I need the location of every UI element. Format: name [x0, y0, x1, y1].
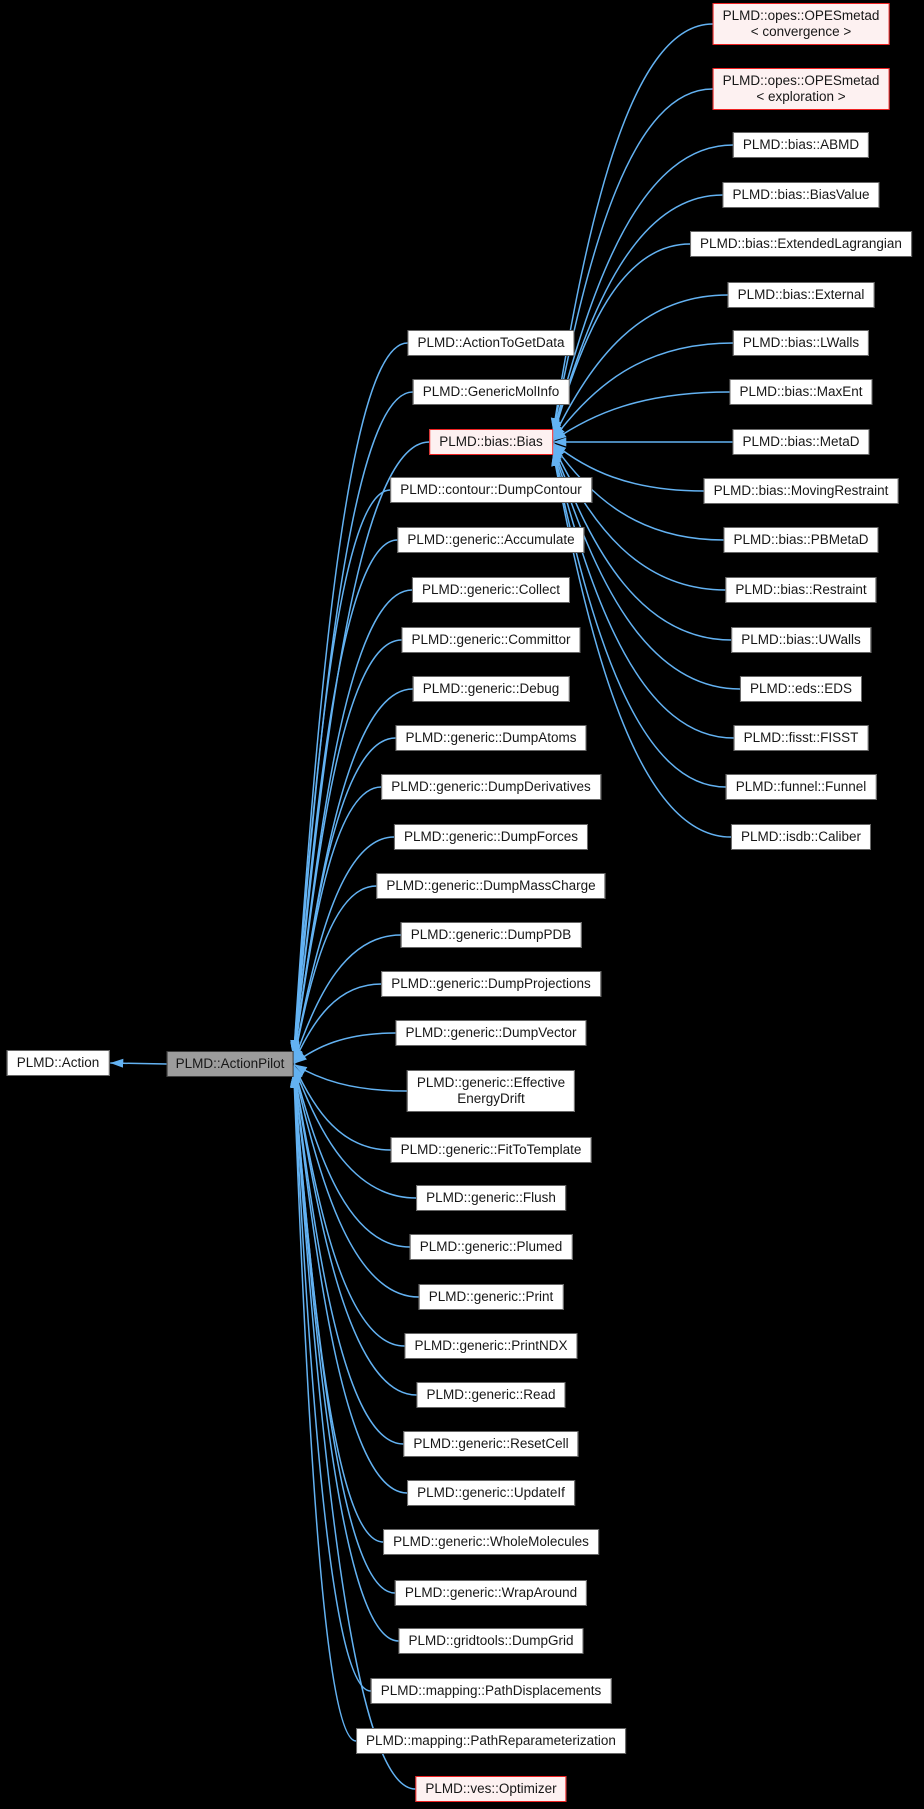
node-plmd-mapping-pathdisplacements[interactable]: PLMD::mapping::PathDisplacements — [370, 1678, 612, 1704]
inheritance-edge — [290, 539, 398, 1057]
inheritance-edge — [290, 1069, 404, 1445]
node-plmd-bias-maxent[interactable]: PLMD::bias::MaxEnt — [729, 379, 873, 405]
inheritance-edge — [552, 294, 728, 439]
inheritance-edge — [552, 450, 734, 739]
node-plmd-bias-uwalls[interactable]: PLMD::bias::UWalls — [731, 627, 871, 653]
node-plmd-contour-dumpcontour[interactable]: PLMD::contour::DumpContour — [390, 477, 592, 503]
node-plmd-generic-updateif[interactable]: PLMD::generic::UpdateIf — [407, 1480, 575, 1506]
node-plmd-generic-dumpforces[interactable]: PLMD::generic::DumpForces — [393, 824, 589, 850]
inheritance-edge — [552, 342, 733, 440]
node-plmd-generic-dumpatoms[interactable]: PLMD::generic::DumpAtoms — [395, 725, 587, 751]
node-plmd-bias-movingrestraint[interactable]: PLMD::bias::MovingRestraint — [703, 478, 899, 504]
inheritance-edge — [291, 836, 394, 1061]
node-plmd-generic-committor[interactable]: PLMD::generic::Committor — [401, 627, 581, 653]
node-plmd-opes-opesmetad-convergence[interactable]: PLMD::opes::OPESmetad < convergence > — [712, 3, 890, 45]
inheritance-edge — [552, 144, 733, 434]
inheritance-edge — [290, 441, 430, 1055]
inheritance-edge — [290, 1072, 399, 1642]
node-plmd-ves-optimizer[interactable]: PLMD::ves::Optimizer — [415, 1776, 567, 1802]
node-plmd-generic-resetcell[interactable]: PLMD::generic::ResetCell — [403, 1431, 579, 1457]
node-plmd-opes-opesmetad-exploration[interactable]: PLMD::opes::OPESmetad < exploration > — [712, 68, 890, 110]
node-plmd-eds-eds[interactable]: PLMD::eds::EDS — [739, 676, 863, 702]
inheritance-edge — [293, 1032, 396, 1065]
node-plmd-generic-accumulate[interactable]: PLMD::generic::Accumulate — [397, 527, 585, 553]
inheritance-edge — [290, 489, 391, 1056]
inheritance-edge — [292, 1067, 419, 1298]
node-plmd-bias-bias[interactable]: PLMD::bias::Bias — [429, 429, 553, 455]
node-plmd-fisst-fisst[interactable]: PLMD::fisst::FISST — [733, 725, 869, 751]
inheritance-edge — [552, 445, 726, 591]
inheritance-edge — [551, 88, 713, 433]
node-plmd-actiontogetdata[interactable]: PLMD::ActionToGetData — [407, 330, 575, 356]
node-plmd-bias-pbmetad[interactable]: PLMD::bias::PBMetaD — [723, 527, 879, 553]
node-plmd-actionpilot[interactable]: PLMD::ActionPilot — [166, 1051, 294, 1077]
inheritance-edge — [293, 1065, 417, 1199]
inheritance-edge — [290, 1074, 416, 1790]
node-plmd-mapping-pathreparameterization[interactable]: PLMD::mapping::PathReparameterization — [356, 1728, 626, 1754]
node-plmd-bias-lwalls[interactable]: PLMD::bias::LWalls — [732, 330, 870, 356]
node-plmd-generic-dumpprojections[interactable]: PLMD::generic::DumpProjections — [381, 971, 601, 997]
inheritance-edge — [293, 1064, 391, 1151]
node-plmd-generic-read[interactable]: PLMD::generic::Read — [416, 1382, 566, 1408]
inheritance-edge — [552, 444, 724, 541]
inheritance-edge — [291, 885, 377, 1062]
node-plmd-generic-flush[interactable]: PLMD::generic::Flush — [416, 1185, 566, 1211]
inheritance-edge — [110, 1058, 167, 1068]
node-plmd-generic-printndx[interactable]: PLMD::generic::PrintNDX — [404, 1333, 578, 1359]
inheritance-edge — [291, 1068, 417, 1396]
node-plmd-generic-plumed[interactable]: PLMD::generic::Plumed — [409, 1234, 573, 1260]
node-plmd-generic-dumpvector[interactable]: PLMD::generic::DumpVector — [395, 1020, 587, 1046]
node-plmd-bias-restraint[interactable]: PLMD::bias::Restraint — [725, 577, 877, 603]
node-plmd-isdb-caliber[interactable]: PLMD::isdb::Caliber — [730, 824, 872, 850]
inheritance-edge — [550, 23, 713, 432]
node-plmd-generic-fittotemplate[interactable]: PLMD::generic::FitToTemplate — [390, 1137, 592, 1163]
node-plmd-gridtools-dumpgrid[interactable]: PLMD::gridtools::DumpGrid — [398, 1628, 584, 1654]
inheritance-edge — [290, 342, 408, 1054]
inheritance-edge — [291, 786, 382, 1060]
node-plmd-action[interactable]: PLMD::Action — [6, 1050, 110, 1076]
node-plmd-bias-abmd[interactable]: PLMD::bias::ABMD — [732, 132, 870, 158]
node-plmd-generic-debug[interactable]: PLMD::generic::Debug — [412, 676, 570, 702]
inheritance-edge — [290, 639, 402, 1058]
inheritance-edge — [552, 391, 730, 442]
node-plmd-generic-dumppdb[interactable]: PLMD::generic::DumpPDB — [400, 922, 582, 948]
node-plmd-bias-external[interactable]: PLMD::bias::External — [727, 282, 875, 308]
inheritance-edge — [289, 1074, 357, 1742]
node-plmd-generic-dumpderivatives[interactable]: PLMD::generic::DumpDerivatives — [381, 774, 601, 800]
node-plmd-generic-wraparound[interactable]: PLMD::generic::WrapAround — [394, 1580, 588, 1606]
node-plmd-bias-extendedlagrangian[interactable]: PLMD::bias::ExtendedLagrangian — [690, 231, 912, 257]
node-plmd-generic-effective-energydrift[interactable]: PLMD::generic::Effective EnergyDrift — [406, 1070, 576, 1112]
node-plmd-funnel-funnel[interactable]: PLMD::funnel::Funnel — [725, 774, 877, 800]
node-plmd-bias-metad[interactable]: PLMD::bias::MetaD — [732, 429, 870, 455]
node-plmd-generic-wholemolecules[interactable]: PLMD::generic::WholeMolecules — [383, 1529, 599, 1555]
node-plmd-generic-collect[interactable]: PLMD::generic::Collect — [411, 577, 571, 603]
node-plmd-bias-biasvalue[interactable]: PLMD::bias::BiasValue — [722, 182, 880, 208]
inheritance-edge — [291, 1068, 405, 1347]
node-plmd-generic-dumpmasscharge[interactable]: PLMD::generic::DumpMassCharge — [376, 873, 606, 899]
node-plmd-genericmolinfo[interactable]: PLMD::GenericMolInfo — [412, 379, 570, 405]
inheritance-edge — [293, 983, 382, 1064]
inheritance-edge — [290, 1070, 408, 1494]
inheritance-edge — [292, 1066, 410, 1248]
inheritance-edge — [552, 442, 704, 492]
inheritance-edge — [293, 1063, 407, 1092]
node-plmd-generic-print[interactable]: PLMD::generic::Print — [418, 1284, 564, 1310]
inheritance-edge — [290, 1073, 371, 1692]
inheritance-edge — [293, 934, 401, 1063]
inheritance-edge — [551, 451, 726, 788]
